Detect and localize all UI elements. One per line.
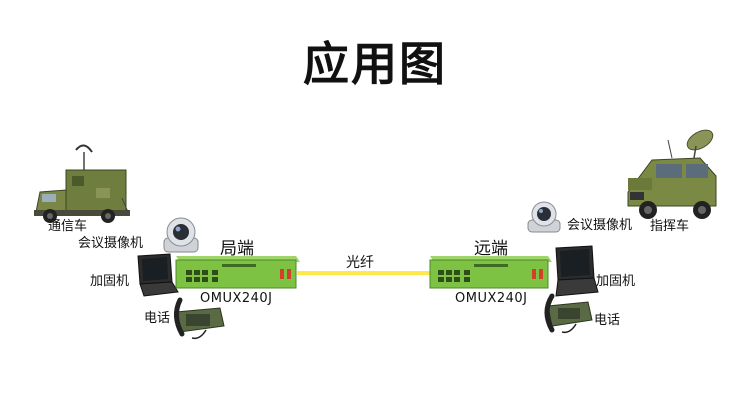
right-rugged-laptop-icon: [555, 245, 599, 297]
right-omux-device: [429, 256, 552, 289]
vehicle-label-right: 指挥车: [650, 219, 690, 234]
laptop-label-left: 加固机: [90, 274, 130, 289]
model-label-left: OMUX240J: [200, 291, 273, 306]
page-title: 应用图: [303, 37, 447, 91]
left-field-phone-icon: [174, 297, 225, 340]
communication-vehicle-icon: [34, 144, 130, 223]
left-rugged-laptop-icon: [137, 253, 179, 297]
vehicle-label-left: 通信车: [48, 219, 88, 234]
left-conference-camera-icon: [163, 217, 199, 253]
right-conference-camera-icon: [527, 201, 561, 233]
fiber-label: 光纤: [346, 255, 374, 271]
right-field-phone-icon: [544, 293, 593, 334]
site-label-left: 局端: [220, 239, 254, 259]
model-label-right: OMUX240J: [455, 291, 528, 306]
left-omux-device: [175, 256, 300, 289]
laptop-label-right: 加固机: [596, 274, 636, 289]
phone-label-left: 电话: [144, 311, 171, 326]
camera-label-left: 会议摄像机: [78, 236, 144, 251]
camera-label-right: 会议摄像机: [567, 218, 633, 233]
command-vehicle-icon: [627, 129, 717, 219]
phone-label-right: 电话: [594, 313, 621, 328]
site-label-right: 远端: [474, 239, 508, 259]
